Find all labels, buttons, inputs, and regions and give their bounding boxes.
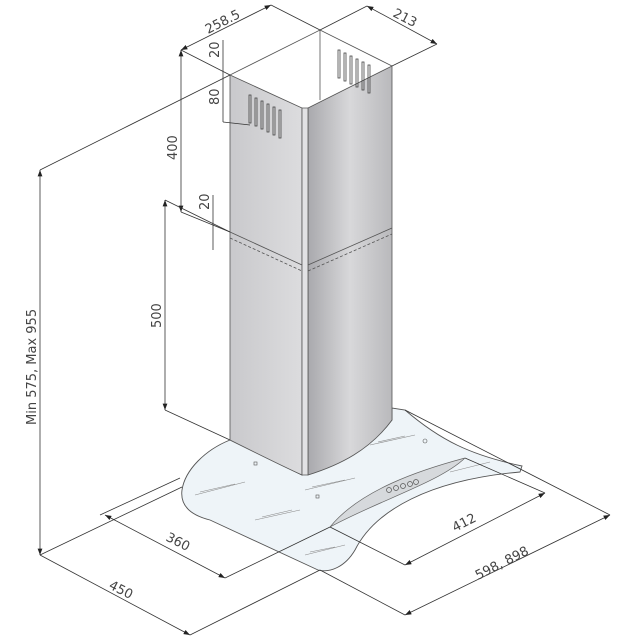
dim-overlap: 20	[198, 193, 213, 210]
dim-hood-width: 598, 898	[473, 544, 531, 584]
vent-slots-back	[337, 49, 371, 94]
dimension-lines	[37, 4, 611, 636]
dim-lower-chimney: 500	[150, 303, 165, 328]
control-buttons	[386, 479, 419, 493]
dim-total-height: Min 575, Max 955	[25, 309, 40, 425]
dim-chimney-depth: 213	[390, 6, 419, 31]
dim-vent-offset: 20	[208, 41, 223, 58]
chimney	[229, 29, 393, 476]
glass-canopy	[181, 407, 523, 572]
vent-slots-left	[248, 94, 282, 139]
dim-hood-depth: 450	[106, 578, 135, 603]
dim-glass-width: 412	[450, 511, 479, 536]
dim-chimney-width: 258.5	[203, 7, 243, 37]
dim-vent-height: 80	[208, 88, 223, 105]
dim-upper-chimney: 400	[166, 135, 181, 160]
dim-glass-depth: 360	[163, 530, 192, 555]
